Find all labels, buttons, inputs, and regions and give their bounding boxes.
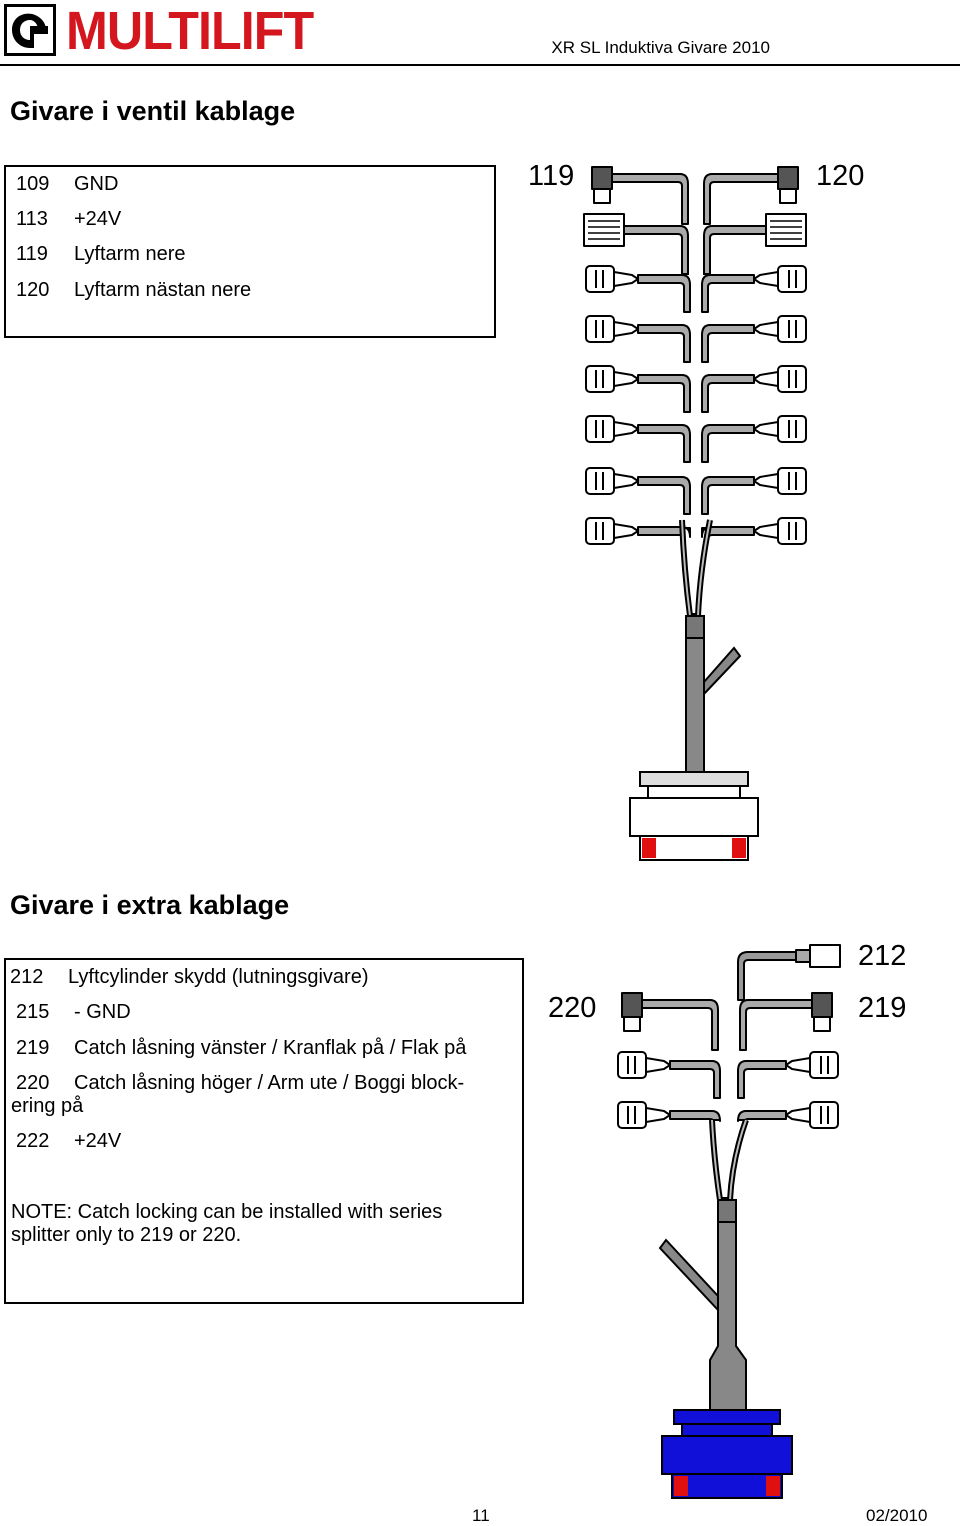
header-divider bbox=[0, 64, 960, 66]
wire-label-left: 119 bbox=[528, 160, 575, 192]
multilift-logo-icon bbox=[4, 4, 56, 56]
legend-row: 113+24V bbox=[16, 208, 122, 230]
footer-date: 02/2010 bbox=[866, 1506, 928, 1525]
section2-title: Givare i extra kablage bbox=[10, 890, 290, 920]
wire-label-220: 220 bbox=[548, 992, 597, 1024]
page-number: 11 bbox=[472, 1506, 490, 1525]
wire-label-212: 212 bbox=[858, 940, 907, 972]
note-line-1: NOTE: Catch locking can be installed wit… bbox=[11, 1201, 443, 1223]
section1-title: Givare i ventil kablage bbox=[10, 96, 296, 126]
legend-row: 215- GND bbox=[16, 1001, 131, 1023]
brand-wordmark: MULTILIFT bbox=[66, 1, 314, 61]
wire-label-219: 219 bbox=[858, 992, 907, 1024]
legend-row: 222+24V bbox=[16, 1130, 122, 1152]
note-line-2: splitter only to 219 or 220. bbox=[11, 1224, 242, 1246]
document-title: XR SL Induktiva Givare 2010 bbox=[551, 38, 770, 57]
wire-label-right: 120 bbox=[816, 160, 865, 192]
legend-row-continued: ering på bbox=[11, 1095, 84, 1117]
